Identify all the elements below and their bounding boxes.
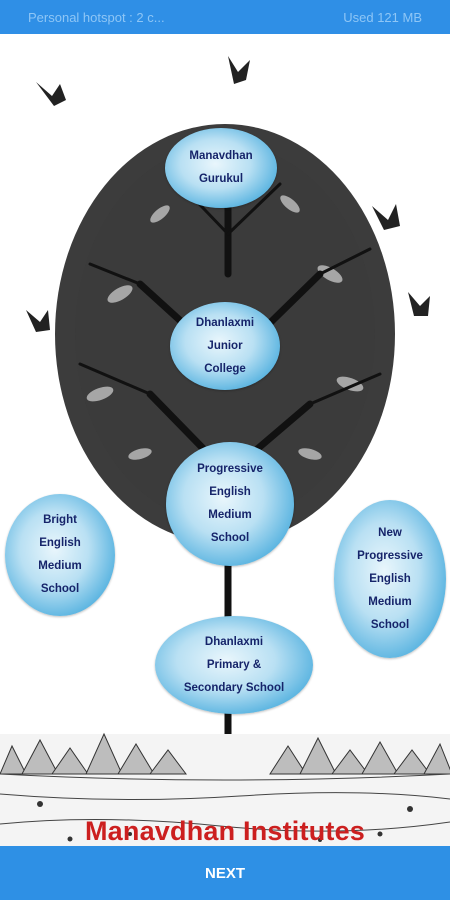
node-new-progressive-english-medium-school[interactable]: New Progressive English Medium School <box>334 500 446 658</box>
next-button[interactable]: NEXT <box>0 846 450 900</box>
institutes-title: Manavdhan Institutes <box>84 816 366 846</box>
node-dhanlaxmi-primary-secondary-school[interactable]: Dhanlaxmi Primary & Secondary School <box>155 616 313 714</box>
hotspot-status: Personal hotspot : 2 c... <box>28 9 165 25</box>
node-dhanlaxmi-junior-college[interactable]: Dhanlaxmi Junior College <box>170 302 280 390</box>
node-manavdhan-gurukul[interactable]: Manavdhan Gurukul <box>165 128 277 208</box>
status-bar: Personal hotspot : 2 c... Used 121 MB <box>0 0 450 34</box>
data-usage: Used 121 MB <box>343 9 422 25</box>
institutes-tree-illustration: Manavdhan Gurukul Dhanlaxmi Junior Colle… <box>0 34 450 846</box>
node-bright-english-medium-school[interactable]: Bright English Medium School <box>5 494 115 616</box>
node-progressive-english-medium-school[interactable]: Progressive English Medium School <box>166 442 294 566</box>
